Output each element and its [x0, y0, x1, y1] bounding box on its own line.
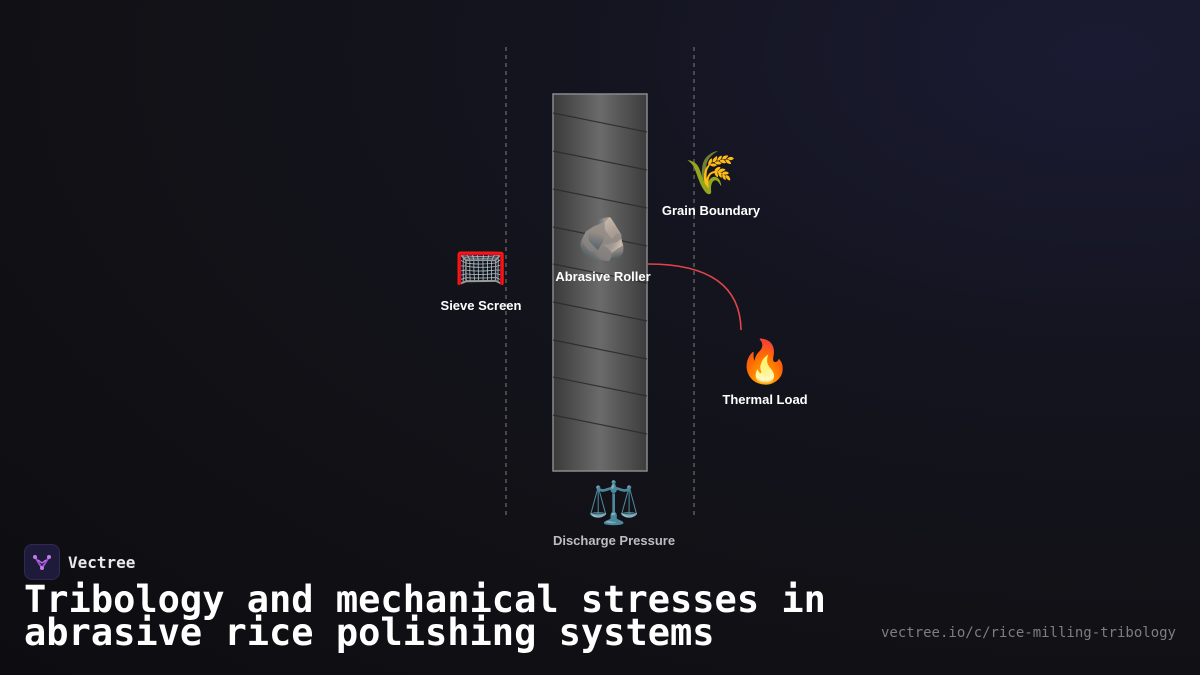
- goal-net-icon: 🥅: [454, 243, 508, 292]
- vectree-logo-icon: [24, 544, 60, 580]
- thermal-connector: [647, 263, 742, 331]
- balance-scale-icon: ⚖️: [587, 478, 641, 527]
- sheaf-of-rice-icon: 🌾: [684, 148, 738, 197]
- rock-icon: 🪨: [576, 214, 630, 263]
- thermal-load-node: 🔥 Thermal Load: [722, 337, 808, 408]
- source-url[interactable]: vectree.io/c/rice-milling-tribology: [880, 625, 1176, 641]
- abrasive-roller-label: Abrasive Roller: [555, 269, 651, 284]
- grain-boundary-node: 🌾 Grain Boundary: [661, 148, 761, 219]
- sieve-screen-node: 🥅 Sieve Screen: [440, 243, 522, 314]
- discharge-pressure-label: Discharge Pressure: [552, 533, 676, 548]
- abrasive-roller-node: 🪨 Abrasive Roller: [555, 214, 651, 285]
- sieve-screen-label: Sieve Screen: [440, 298, 522, 313]
- roller-cylinder: [552, 93, 648, 472]
- brand[interactable]: Vectree: [24, 544, 135, 580]
- fire-icon: 🔥: [738, 337, 792, 386]
- discharge-pressure-node: ⚖️ Discharge Pressure: [552, 478, 676, 549]
- grain-boundary-label: Grain Boundary: [661, 203, 761, 218]
- page-title: Tribology and mechanical stresses in abr…: [24, 578, 826, 654]
- thermal-load-label: Thermal Load: [722, 392, 808, 407]
- brand-name: Vectree: [68, 552, 136, 572]
